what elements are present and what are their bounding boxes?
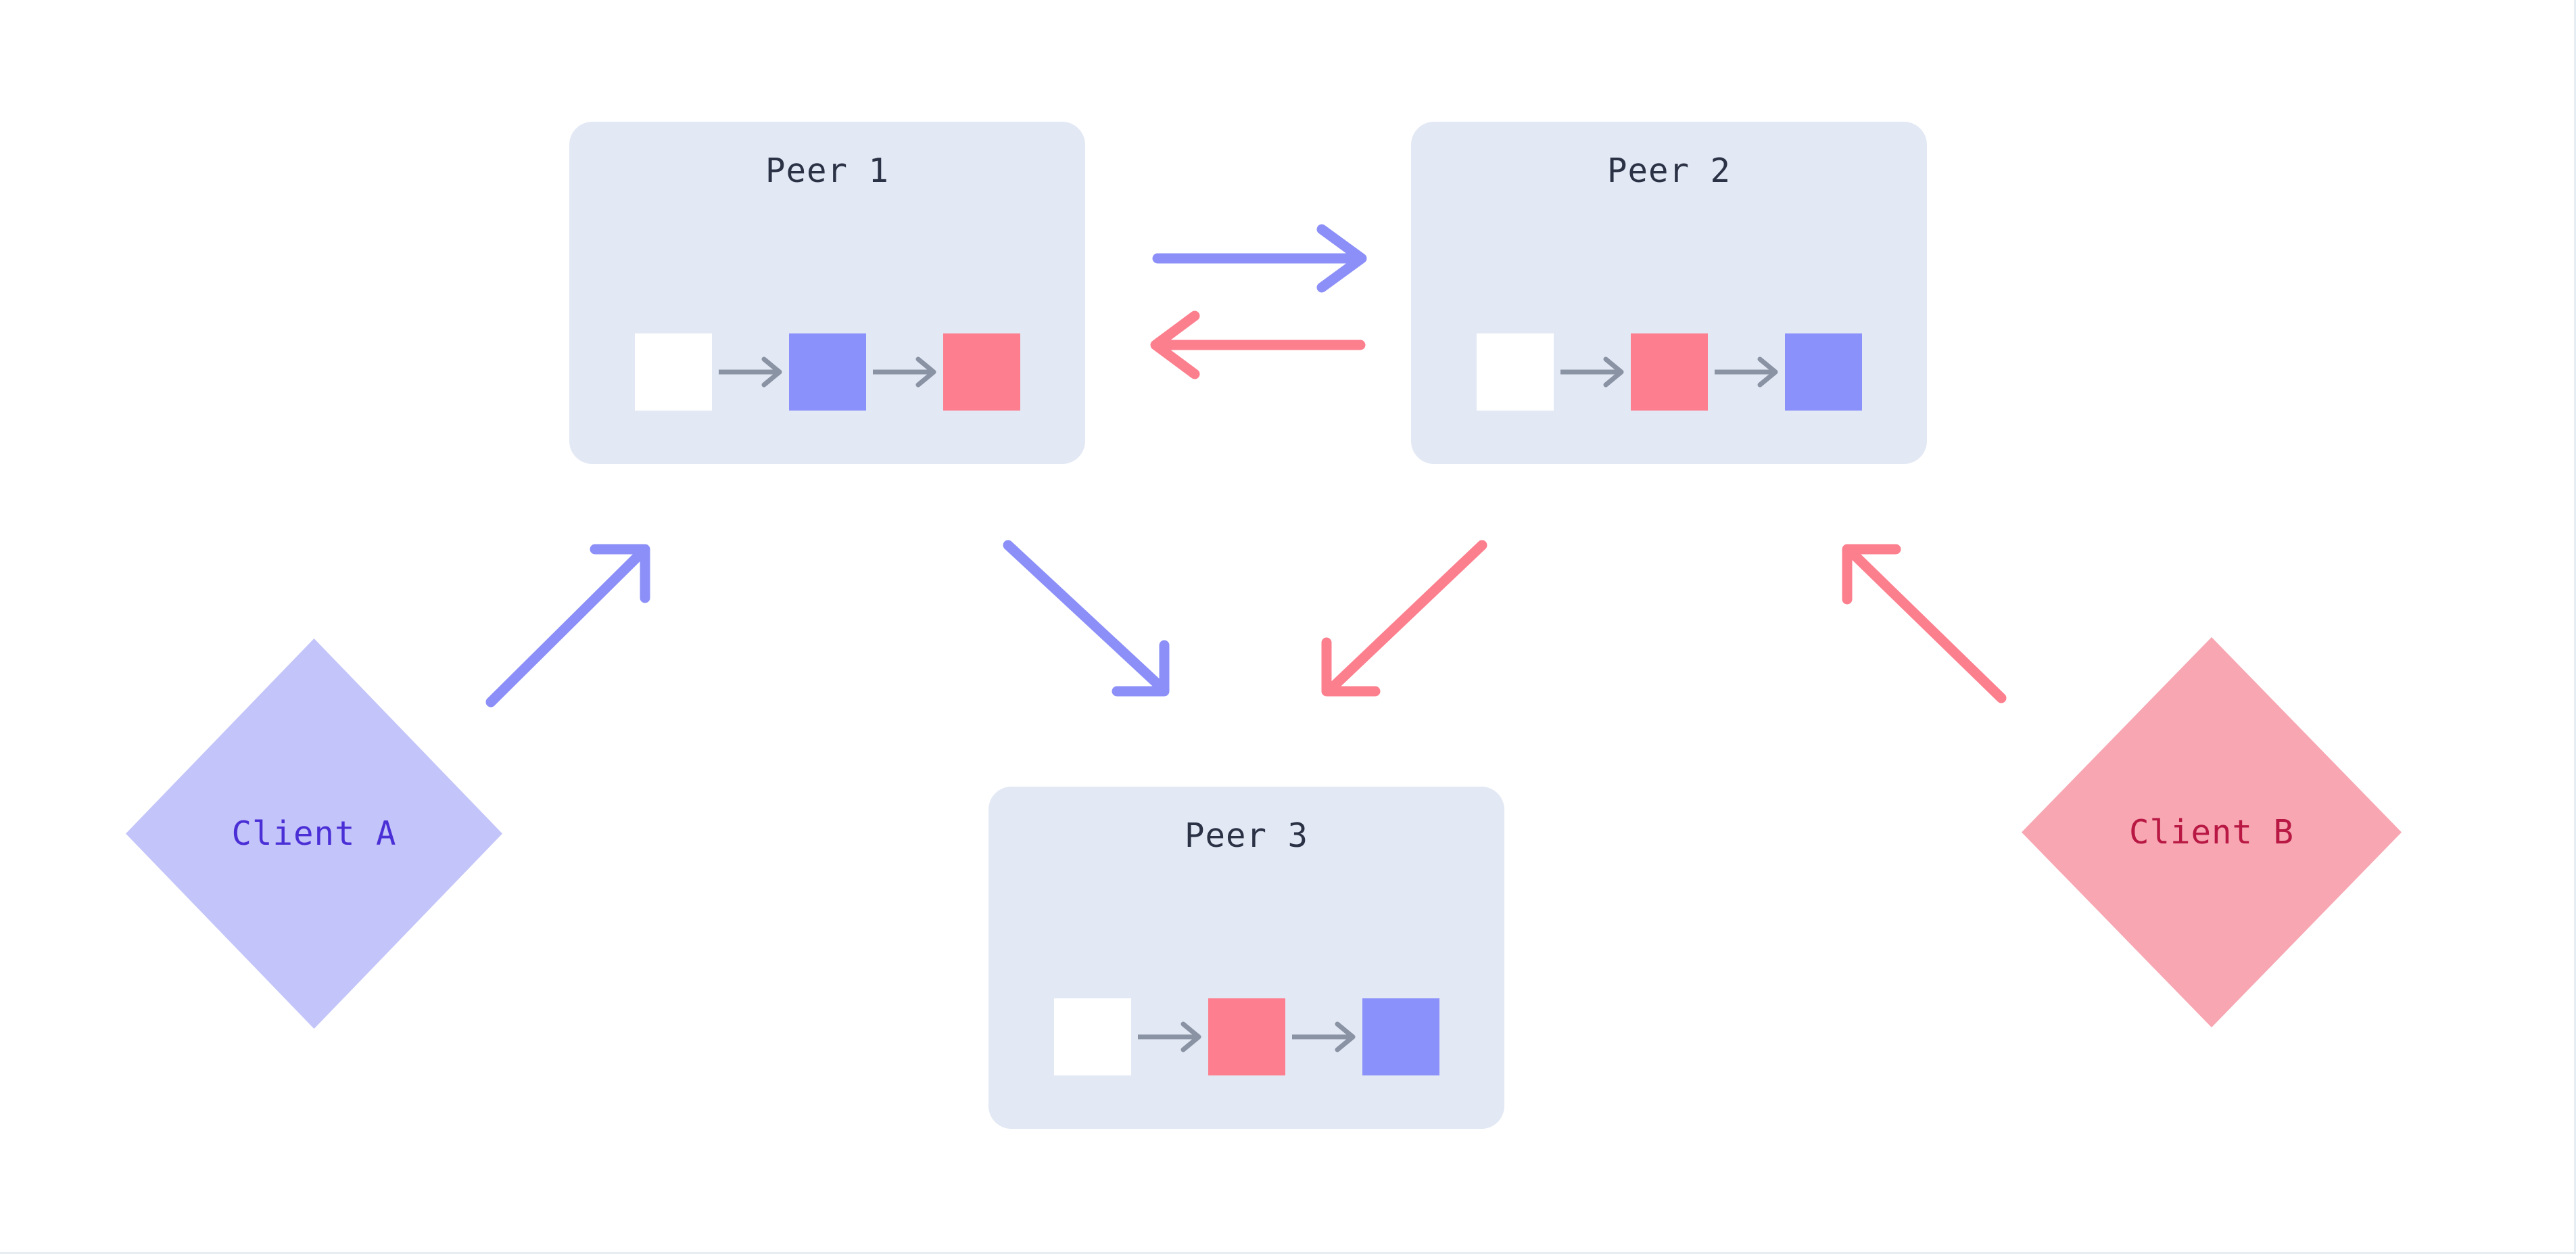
chain-arrow-icon — [1708, 333, 1785, 411]
edge-peer1-to-peer2 — [1152, 224, 1367, 293]
chain-block-red[interactable] — [943, 333, 1020, 411]
chain-block-red[interactable] — [1630, 333, 1708, 411]
edge-peer2-to-peer1 — [1150, 310, 1366, 379]
chain-arrow-icon — [1554, 333, 1631, 411]
chain-arrow-icon — [1285, 998, 1362, 1075]
chain-block-purple[interactable] — [788, 333, 866, 411]
diamond-shape-icon — [2022, 637, 2402, 1027]
peer-block-chain — [1411, 333, 1927, 411]
peer-node-peer1[interactable]: Peer 1 — [569, 122, 1085, 464]
chain-arrow-icon — [1131, 998, 1208, 1075]
chain-block-white[interactable] — [1476, 333, 1554, 411]
chain-arrow-icon — [866, 333, 943, 411]
chain-block-white[interactable] — [634, 333, 712, 411]
edge-clientB-to-peer2 — [1842, 544, 2007, 703]
chain-block-red[interactable] — [1208, 998, 1285, 1075]
peer-node-peer2[interactable]: Peer 2 — [1411, 122, 1927, 464]
peer-title: Peer 1 — [765, 152, 889, 190]
diamond-shape-icon — [126, 638, 502, 1029]
peer-block-chain — [988, 998, 1504, 1075]
chain-block-white[interactable] — [1053, 998, 1131, 1075]
peer-block-chain — [569, 333, 1085, 411]
peer-node-peer3[interactable]: Peer 3 — [988, 787, 1504, 1129]
client-node-clientA[interactable]: Client A — [123, 636, 505, 1031]
client-node-clientB[interactable]: Client B — [2019, 634, 2404, 1030]
chain-block-purple[interactable] — [1784, 333, 1862, 411]
edge-peer1-to-peer3 — [1003, 540, 1170, 697]
edge-peer2-to-peer3 — [1321, 540, 1487, 697]
chain-block-purple[interactable] — [1362, 998, 1439, 1075]
client-label: Client B — [2128, 813, 2294, 852]
peer-title: Peer 3 — [1184, 816, 1308, 855]
peer-title: Peer 2 — [1606, 152, 1731, 190]
chain-arrow-icon — [712, 333, 789, 411]
client-label: Client A — [231, 814, 397, 853]
edge-clientA-to-peer1 — [485, 544, 650, 707]
